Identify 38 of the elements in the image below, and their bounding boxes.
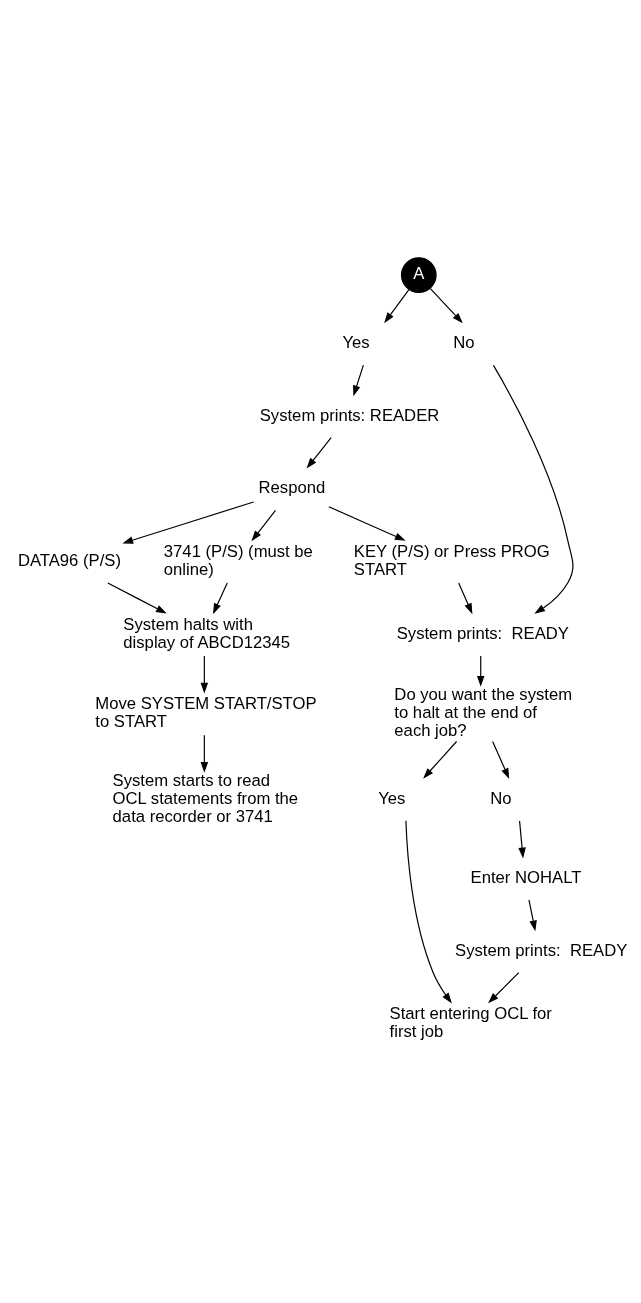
node-text: Enter NOHALT	[470, 867, 582, 887]
arrow	[384, 289, 410, 324]
node-text: System starts to read OCL statements from the data recorder or 3741	[112, 770, 299, 826]
arrow	[528, 899, 537, 932]
node-text: Yes	[378, 788, 406, 808]
node-text: DATA96 (P/S)	[17, 550, 121, 570]
arrow	[122, 501, 255, 544]
node-text: Respond	[258, 478, 326, 498]
node-text: System prints: READER	[259, 405, 440, 425]
arrow	[458, 582, 473, 615]
arrow	[492, 740, 510, 779]
node-text: Do you want the system to halt at the end of each job?	[394, 684, 573, 740]
node-text: System prints: READY	[396, 623, 569, 643]
arrow	[306, 437, 332, 469]
arrow	[405, 820, 452, 1004]
arrow	[200, 655, 209, 694]
arrow	[213, 582, 228, 615]
node-text: 3741 (P/S) (must be online)	[163, 542, 313, 579]
arrow	[251, 509, 277, 542]
arrow	[492, 364, 574, 614]
node-text: No	[490, 788, 512, 808]
node-text: Yes	[342, 332, 370, 352]
arrow	[518, 820, 526, 859]
arrow	[200, 734, 209, 773]
arrow	[107, 582, 167, 614]
node-text: KEY (P/S) or Press PROG START	[353, 542, 550, 579]
arrow	[477, 655, 485, 687]
node-circle: A	[400, 257, 437, 293]
arrow	[429, 287, 463, 324]
arrow	[488, 972, 520, 1004]
arrow	[328, 506, 406, 541]
node-text: Start entering OCL for first job	[389, 1004, 552, 1042]
arrow	[353, 364, 364, 397]
node-text: System halts with display of ABCD12345	[123, 614, 291, 652]
node-text: System prints: READY	[455, 940, 628, 960]
node-text: No	[453, 332, 475, 352]
arrow	[423, 740, 458, 779]
node-text: Move SYSTEM START/STOP to START	[95, 693, 317, 731]
